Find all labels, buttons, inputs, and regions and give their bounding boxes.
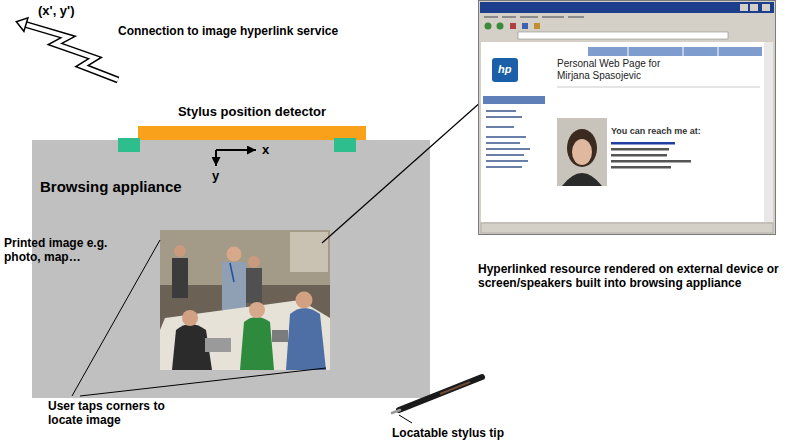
resource-note: Hyperlinked resource rendered on externa…	[478, 262, 788, 291]
printed-image-label: Printed image e.g. photo, map…	[4, 236, 132, 265]
wireless-link-bolt	[16, 18, 118, 80]
coordinate-label: (x', y')	[38, 3, 75, 19]
stylus-tip-label: Locatable stylus tip	[392, 426, 504, 440]
sensor-block	[334, 138, 356, 152]
contact-heading: You can reach me at:	[611, 126, 701, 137]
stylus-position-detector: Stylus position detector	[138, 126, 366, 140]
y-axis-arrow	[215, 150, 217, 166]
corner-tap-note: User taps corners to locate image	[48, 399, 176, 428]
leader-line	[80, 368, 326, 396]
page-heading: Personal Web Page for Mirjana Spasojevic	[557, 58, 692, 82]
printed-photo	[160, 230, 330, 370]
sensor-block	[118, 138, 140, 152]
leader-line	[399, 415, 412, 423]
hyperlink-arrow	[322, 93, 491, 243]
browser-screenshot	[479, 1, 776, 235]
detector-label: Stylus position detector	[138, 104, 366, 120]
axis-label: y	[212, 168, 219, 184]
stylus-pen	[392, 377, 482, 413]
appliance-title: Browsing appliance	[40, 178, 182, 196]
axis-label: x	[262, 142, 269, 158]
x-axis-arrow	[216, 149, 256, 151]
service-connection-label: Connection to image hyperlink service	[118, 24, 338, 38]
logo-text: hp	[498, 63, 511, 76]
leader-line	[72, 240, 160, 396]
